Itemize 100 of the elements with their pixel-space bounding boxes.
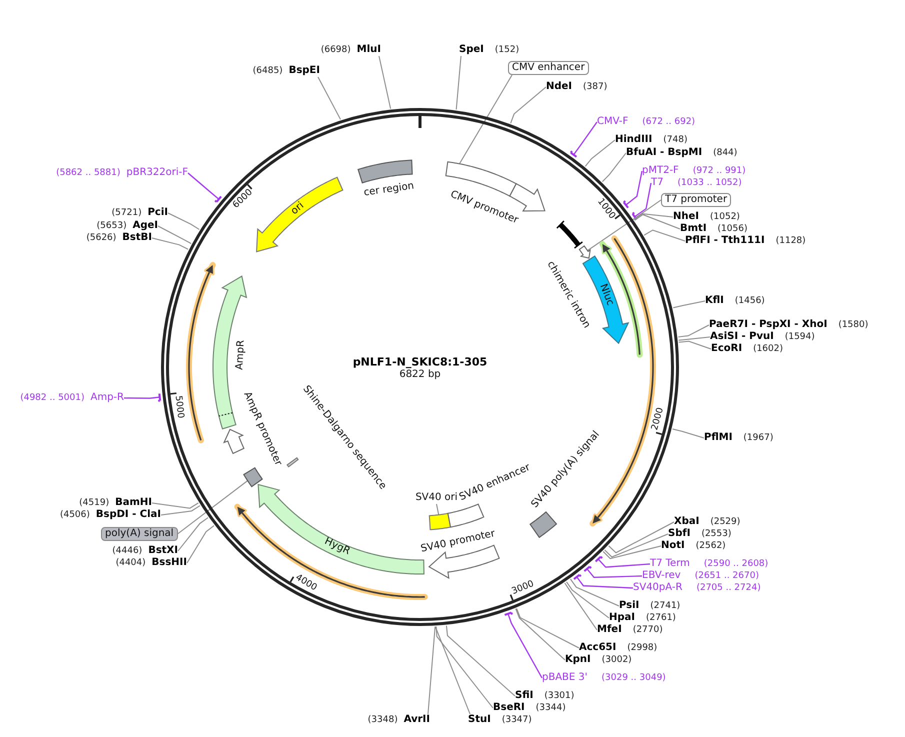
site-position: (2761) bbox=[646, 612, 676, 624]
site-position: (5721) bbox=[112, 207, 142, 219]
leader-line bbox=[152, 502, 199, 509]
site-position: (4506) bbox=[60, 509, 90, 521]
site-position: (1594) bbox=[784, 331, 815, 343]
enzyme-name: KpnI bbox=[565, 654, 591, 666]
scale-label: 5000 bbox=[173, 394, 186, 419]
leader-line bbox=[644, 230, 686, 242]
feature-label: cer region bbox=[363, 180, 415, 200]
leader-line bbox=[318, 76, 342, 120]
leader-line bbox=[608, 522, 674, 554]
site-position: (5653) bbox=[96, 220, 127, 232]
intron-marker bbox=[554, 219, 585, 251]
site-position: (1967) bbox=[743, 432, 774, 444]
enzyme-name: BseRI bbox=[493, 702, 525, 714]
leader-line bbox=[602, 152, 626, 182]
leader-line bbox=[587, 200, 662, 252]
leader-line bbox=[515, 608, 566, 660]
site-position: (3347) bbox=[502, 714, 532, 726]
enzyme-name: Acc65I bbox=[579, 642, 616, 654]
feature-label: Nluc bbox=[596, 282, 616, 308]
leader-line bbox=[177, 480, 248, 534]
leader-line bbox=[678, 324, 710, 338]
enzyme-name: AsiSI - PvuI bbox=[710, 331, 774, 343]
site-position: (1602) bbox=[753, 343, 783, 355]
leader-line bbox=[456, 56, 462, 110]
enzyme-name: PflMI bbox=[704, 432, 732, 444]
site-position: (4519) bbox=[79, 497, 110, 509]
enzyme-name: BstXI bbox=[148, 545, 178, 557]
scale-label: 4000 bbox=[294, 572, 318, 593]
leader-line bbox=[634, 214, 680, 230]
leader-line bbox=[564, 582, 598, 630]
feature-block bbox=[446, 503, 485, 529]
primer-position: (2651 .. 2670) bbox=[694, 570, 759, 582]
enzyme-name: XbaI bbox=[674, 516, 700, 528]
leader-line bbox=[428, 626, 436, 714]
feature-block bbox=[428, 512, 452, 531]
enzyme-name: NotI bbox=[661, 540, 685, 552]
feature-block bbox=[242, 466, 264, 488]
site-position: (3344) bbox=[536, 702, 566, 714]
primer-name: CMV-F bbox=[597, 116, 628, 128]
primer-position: (2590 .. 2608) bbox=[704, 558, 768, 570]
leader-line bbox=[584, 140, 616, 167]
primer-name: Amp-R bbox=[90, 392, 124, 404]
primer-position: (1033 .. 1052) bbox=[677, 177, 742, 189]
enzyme-name: BspEI bbox=[288, 65, 320, 77]
leader-line bbox=[434, 626, 470, 714]
enzyme-name: PciI bbox=[148, 207, 168, 219]
leader-line bbox=[594, 556, 650, 568]
site-position: (6698) bbox=[320, 44, 351, 56]
leader-line bbox=[158, 226, 192, 244]
site-position: (6485) bbox=[252, 65, 283, 77]
leader-line bbox=[504, 612, 543, 678]
enzyme-name: StuI bbox=[468, 714, 491, 726]
leader-line bbox=[622, 170, 643, 209]
feature-label: AmpR bbox=[234, 340, 248, 370]
leader-line bbox=[566, 581, 610, 618]
leader-line bbox=[446, 625, 516, 696]
enzyme-name: SbfI bbox=[668, 528, 690, 540]
leader-line bbox=[378, 56, 392, 110]
leader-line bbox=[178, 517, 209, 552]
enzyme-name: PsiI bbox=[619, 600, 640, 612]
site-position: (3301) bbox=[544, 690, 574, 702]
site-position: (152) bbox=[494, 44, 520, 56]
leader-line bbox=[672, 300, 706, 308]
leader-line bbox=[570, 122, 598, 158]
leader-line bbox=[583, 566, 642, 578]
leader-line bbox=[604, 534, 668, 558]
site-position: (1052) bbox=[710, 211, 740, 223]
feature-block bbox=[286, 456, 300, 468]
scale-label: 2000 bbox=[650, 406, 666, 432]
callout-label: poly(A) signal bbox=[101, 527, 178, 541]
scale-label: 3000 bbox=[510, 579, 536, 598]
site-position: (4446) bbox=[112, 545, 142, 557]
site-position: (1580) bbox=[838, 319, 868, 331]
site-position: (2529) bbox=[710, 516, 740, 528]
site-position: (2562) bbox=[696, 540, 726, 552]
enzyme-name: BstBI bbox=[122, 232, 152, 244]
primer-position: (672 .. 692) bbox=[642, 116, 696, 128]
primer-position: (972 .. 991) bbox=[692, 165, 746, 177]
primer-position: (2705 .. 2724) bbox=[696, 582, 761, 594]
leader-line bbox=[672, 428, 704, 438]
primer-name: SV40pA-R bbox=[633, 582, 682, 594]
enzyme-name: SpeI bbox=[459, 44, 484, 56]
site-position: (387) bbox=[583, 81, 608, 93]
leader-line bbox=[602, 546, 662, 560]
enzyme-name: AvrII bbox=[404, 714, 430, 726]
primer-name: pBR322ori-F bbox=[126, 167, 188, 179]
feature-label: SV40 ori bbox=[415, 492, 458, 504]
pointed-feature-band bbox=[223, 428, 245, 455]
site-position: (3002) bbox=[602, 654, 632, 666]
plasmid-length: 6822 bp bbox=[399, 368, 441, 380]
site-position: (2770) bbox=[632, 624, 663, 636]
leader-line bbox=[572, 574, 634, 589]
leader-line bbox=[186, 525, 214, 564]
primer-name: EBV-rev bbox=[642, 570, 681, 582]
site-position: (1056) bbox=[718, 223, 748, 235]
enzyme-name: EcoRI bbox=[711, 343, 742, 355]
feature-block bbox=[357, 159, 414, 184]
site-position: (748) bbox=[663, 134, 688, 146]
